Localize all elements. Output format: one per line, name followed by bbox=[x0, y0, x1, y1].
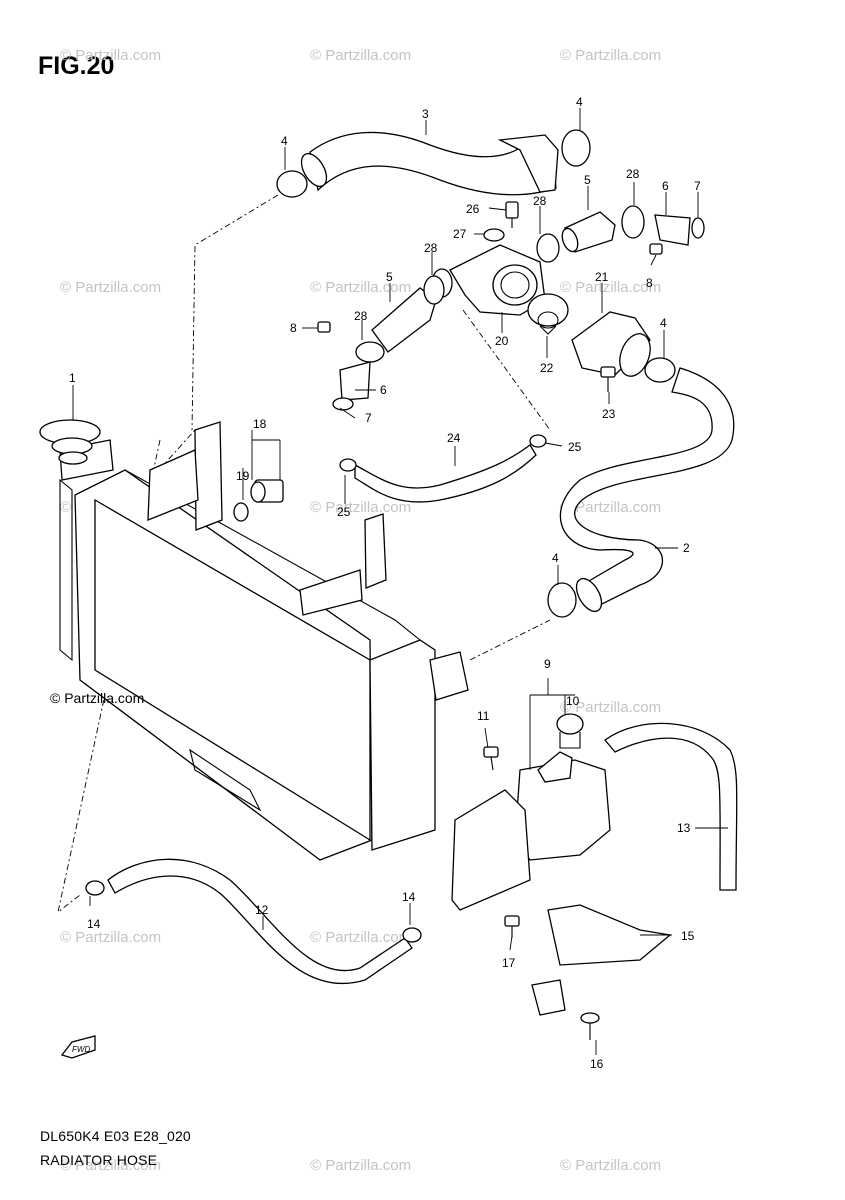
watermark: © Partzilla.com bbox=[60, 929, 161, 946]
hose-2 bbox=[559, 367, 735, 613]
callout-28: 28 bbox=[424, 241, 438, 255]
hose-13 bbox=[604, 722, 738, 891]
bolt-17 bbox=[504, 915, 520, 938]
callout-16: 16 bbox=[590, 1057, 604, 1071]
figure-title: FIG.20 bbox=[38, 52, 115, 80]
callout-22: 22 bbox=[540, 361, 554, 375]
watermark: © Partzilla.com bbox=[560, 47, 661, 64]
callout-10: 10 bbox=[566, 694, 580, 708]
diagram-code: DL650K4 E03 E28_020 bbox=[40, 1128, 191, 1144]
watermark: © Partzilla.com bbox=[560, 499, 661, 516]
callout-26: 26 bbox=[466, 202, 480, 216]
radiator-cap bbox=[39, 419, 101, 465]
watermark: © Partzilla.com bbox=[560, 279, 661, 296]
callout-17: 17 bbox=[502, 956, 516, 970]
watermark: © Partzilla.com bbox=[560, 1157, 661, 1174]
callout-20: 20 bbox=[495, 334, 509, 348]
callout-25: 25 bbox=[337, 505, 351, 519]
callout-12: 12 bbox=[255, 903, 269, 917]
callout-25: 25 bbox=[568, 440, 582, 454]
watermark: © Partzilla.com bbox=[560, 699, 661, 716]
bolt-16 bbox=[580, 1012, 600, 1040]
callout-19: 19 bbox=[236, 469, 250, 483]
leader-lines bbox=[72, 108, 728, 1055]
callout-2: 2 bbox=[683, 541, 690, 555]
clamp-28-lower bbox=[355, 275, 445, 363]
callout-14: 14 bbox=[402, 890, 416, 904]
clamp-25 bbox=[339, 434, 547, 472]
diagram-name: RADIATOR HOSE bbox=[40, 1152, 158, 1168]
watermark: © Partzilla.com bbox=[310, 47, 411, 64]
callout-4: 4 bbox=[660, 316, 667, 330]
clamp-14 bbox=[85, 880, 422, 943]
pipe-6-lower bbox=[332, 361, 371, 411]
assembly-lines bbox=[57, 194, 551, 914]
callout-5: 5 bbox=[386, 270, 393, 284]
hose-5-lower bbox=[371, 287, 437, 353]
callout-24: 24 bbox=[447, 431, 461, 445]
o-ring-27 bbox=[483, 228, 505, 242]
watermark: © Partzilla.com bbox=[60, 279, 161, 296]
watermark: © Partzilla.com bbox=[310, 1157, 411, 1174]
bolt-11 bbox=[483, 746, 499, 771]
thermostat-cover bbox=[571, 311, 651, 377]
pipe-6-upper bbox=[654, 214, 705, 246]
callout-18: 18 bbox=[253, 417, 267, 431]
callout-6: 6 bbox=[662, 179, 669, 193]
bolt-23 bbox=[600, 366, 616, 392]
callout-3: 3 bbox=[422, 107, 429, 121]
watermark: © Partzilla.com bbox=[60, 1157, 161, 1174]
thermostat-housing bbox=[431, 244, 546, 316]
callout-6: 6 bbox=[380, 383, 387, 397]
callout-4: 4 bbox=[576, 95, 583, 109]
bolt-8 bbox=[317, 243, 663, 333]
fwd-label: FWD bbox=[72, 1045, 90, 1054]
watermark: © Partzilla.com bbox=[60, 47, 161, 64]
fwd-arrow: FWD bbox=[60, 1035, 96, 1059]
hose-24 bbox=[354, 444, 537, 503]
callout-4: 4 bbox=[552, 551, 559, 565]
hose-12 bbox=[107, 858, 413, 985]
fan-switch bbox=[233, 479, 284, 522]
hose-3 bbox=[300, 131, 559, 196]
callout-8: 8 bbox=[646, 276, 653, 290]
callout-28: 28 bbox=[354, 309, 368, 323]
watermark: © Partzilla.com bbox=[310, 279, 411, 296]
copyright-notice: © Partzilla.com bbox=[50, 690, 145, 706]
callout-28: 28 bbox=[626, 167, 640, 181]
thermostat bbox=[527, 293, 569, 335]
clamp-4 bbox=[276, 129, 676, 618]
reservoir-tank bbox=[514, 713, 611, 861]
callout-4: 4 bbox=[281, 134, 288, 148]
callout-7: 7 bbox=[365, 411, 372, 425]
tank-bracket bbox=[451, 789, 531, 911]
watermark: © Partzilla.com bbox=[310, 929, 411, 946]
callout-14: 14 bbox=[87, 917, 101, 931]
callout-8: 8 bbox=[290, 321, 297, 335]
bracket-15 bbox=[531, 904, 672, 1016]
clamp-28-upper bbox=[536, 205, 645, 263]
callout-27: 27 bbox=[453, 227, 467, 241]
hose-5-upper bbox=[561, 211, 616, 253]
callout-15: 15 bbox=[681, 929, 695, 943]
callout-11: 11 bbox=[477, 709, 490, 723]
sensor-26 bbox=[505, 201, 519, 228]
callouts: 1 2 3 4 4 4 4 5 5 6 6 7 7 8 8 9 10 11 12… bbox=[69, 95, 701, 1071]
callout-21: 21 bbox=[595, 270, 609, 284]
callout-23: 23 bbox=[602, 407, 616, 421]
watermark: © Partzilla.com bbox=[310, 499, 411, 516]
callout-9: 9 bbox=[544, 657, 551, 671]
callout-1: 1 bbox=[69, 371, 76, 385]
callout-13: 13 bbox=[677, 821, 691, 835]
radiator bbox=[59, 421, 469, 861]
callout-7: 7 bbox=[694, 179, 701, 193]
callout-28: 28 bbox=[533, 194, 547, 208]
callout-5: 5 bbox=[584, 173, 591, 187]
